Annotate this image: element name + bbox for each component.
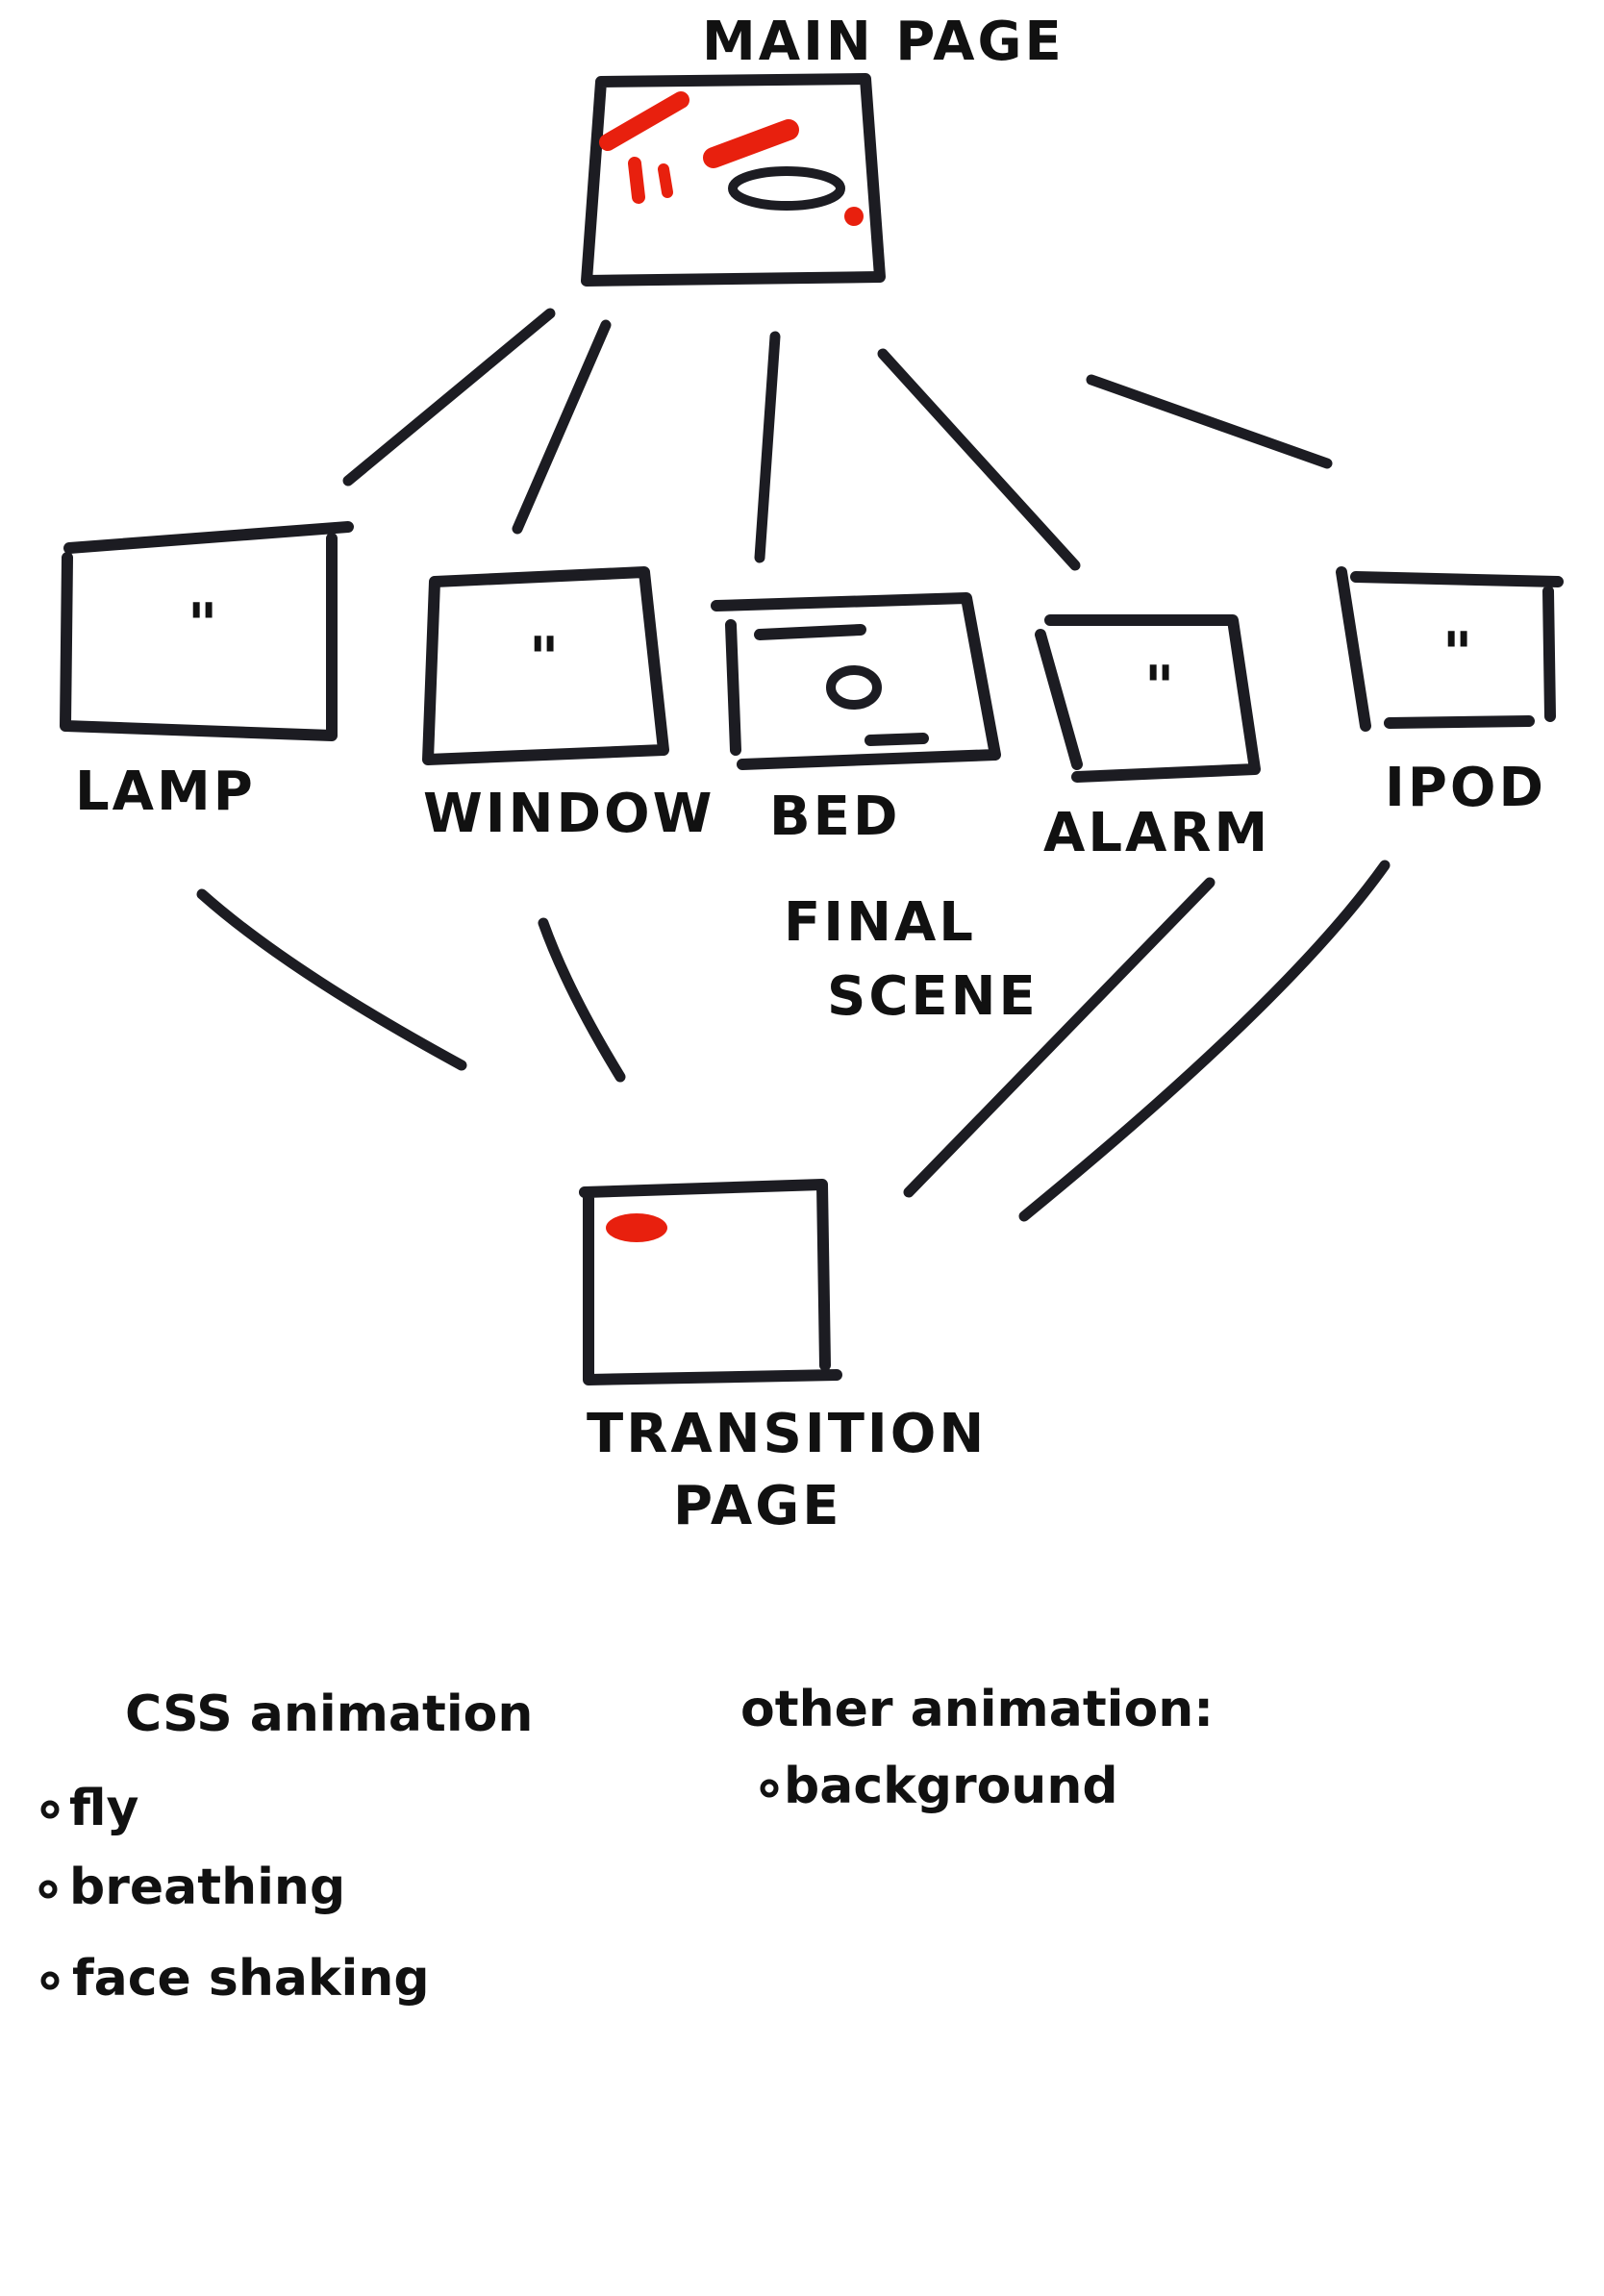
connector-main-window xyxy=(512,319,612,535)
main-page-red-mark xyxy=(628,157,645,204)
connector-main-bed xyxy=(754,331,781,563)
final-scene-label-line1: FINAL xyxy=(784,891,976,954)
bed-label: BED xyxy=(769,786,900,848)
main-page-red-dot xyxy=(844,207,864,226)
transition-page-frame xyxy=(579,1179,842,1385)
ipod-label: IPOD xyxy=(1385,757,1546,819)
alarm-ditto-mark: " xyxy=(1144,654,1174,721)
main-page-frame xyxy=(581,73,886,287)
css-animation-item-breathing: breathing xyxy=(69,1859,345,1916)
main-page-red-mark xyxy=(703,119,799,168)
transition-page-label-line2: PAGE xyxy=(673,1475,841,1537)
other-animation-item-background: background xyxy=(784,1758,1118,1815)
bullet xyxy=(38,1880,58,1899)
connector-alarm-transition xyxy=(903,877,1216,1198)
connector-ipod-transition xyxy=(1018,860,1391,1222)
lamp-ditto-mark: " xyxy=(188,591,217,659)
transition-red-mark xyxy=(606,1213,667,1242)
window-page-frame: " xyxy=(422,566,669,765)
lamp-page-frame: " xyxy=(60,521,354,741)
bullet xyxy=(760,1779,779,1798)
css-animation-item-fly: fly xyxy=(69,1780,138,1837)
ipod-ditto-mark: " xyxy=(1442,620,1472,687)
connector-window-transition xyxy=(538,917,626,1083)
final-scene-label-line2: SCENE xyxy=(827,965,1039,1028)
css-animation-list: fly breathing face shaking xyxy=(38,1780,430,2008)
bed-page-frame xyxy=(711,592,1001,770)
bullet xyxy=(40,1971,60,1990)
bed-oval xyxy=(826,665,882,710)
window-label: WINDOW xyxy=(423,783,714,845)
bullet xyxy=(40,1800,60,1819)
alarm-page-frame: " xyxy=(1035,614,1261,783)
css-animation-item-face-shaking: face shaking xyxy=(72,1950,430,2008)
main-page-red-mark xyxy=(599,91,689,151)
window-ditto-mark: " xyxy=(529,625,559,692)
connector-main-lamp xyxy=(342,308,556,487)
alarm-label: ALARM xyxy=(1043,802,1270,864)
transition-page-label-line1: TRANSITION xyxy=(587,1403,987,1465)
main-page-red-mark xyxy=(658,163,673,198)
css-animation-title: CSS animation xyxy=(125,1685,533,1743)
other-animation-list: background xyxy=(760,1758,1118,1815)
connector-main-alarm xyxy=(877,348,1081,571)
lamp-label: LAMP xyxy=(75,761,256,823)
ipod-page-frame: " xyxy=(1336,566,1564,732)
other-animation-title: other animation: xyxy=(740,1681,1214,1738)
main-page-oval xyxy=(728,166,845,211)
main-page-label: MAIN PAGE xyxy=(702,11,1065,73)
connector-lamp-transition xyxy=(196,888,467,1071)
connector-main-ipod xyxy=(1086,374,1333,469)
